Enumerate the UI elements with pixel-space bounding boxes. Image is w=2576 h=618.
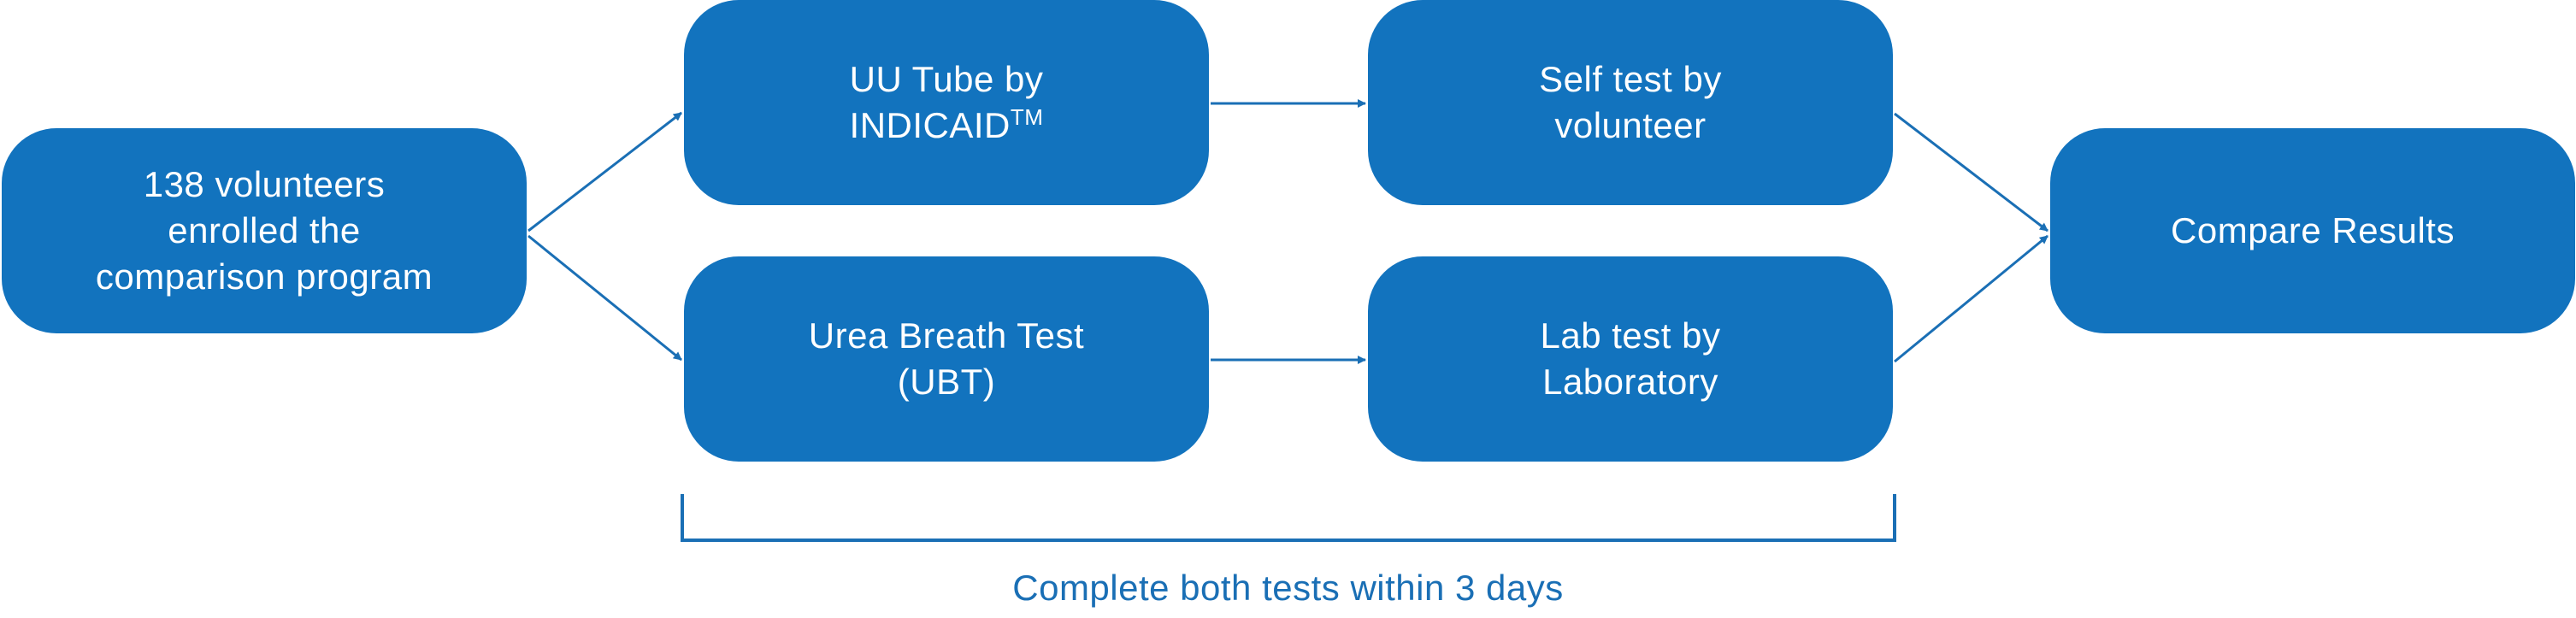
node-compare-results: Compare Results (2050, 128, 2575, 333)
node-compare-line-1: Compare Results (2171, 210, 2455, 250)
node-self-test-line-2: volunteer (1554, 105, 1707, 145)
bracket (681, 494, 1896, 542)
node-volunteers-enrolled: 138 volunteers enrolled the comparison p… (2, 128, 527, 333)
node-lab-test-line-2: Laboratory (1542, 362, 1718, 402)
node-urea-breath-test-text: Urea Breath Test (UBT) (809, 313, 1084, 405)
node-lab-test-line-1: Lab test by (1540, 315, 1721, 356)
node-lab-test-text: Lab test by Laboratory (1541, 313, 1721, 405)
node-self-test-text: Self test by volunteer (1539, 56, 1722, 149)
arrow-start-to-uu (528, 111, 682, 232)
node-uu-tube-text: UU Tube by INDICAIDTM (850, 56, 1044, 149)
node-lab-test: Lab test by Laboratory (1368, 256, 1893, 462)
arrow-lab-to-compare (1894, 234, 2048, 363)
arrow-self-to-compare (1894, 112, 2048, 232)
node-uu-tube-line-1: UU Tube by (849, 59, 1044, 99)
node-volunteers-line-1: 138 volunteers (143, 164, 386, 204)
node-uu-tube-brand: INDICAID (849, 105, 1011, 145)
node-volunteers-line-3: comparison program (95, 256, 433, 297)
node-self-test: Self test by volunteer (1368, 0, 1893, 205)
bracket-caption: Complete both tests within 3 days (1012, 568, 1564, 608)
node-uu-tube: UU Tube by INDICAIDTM (684, 0, 1209, 205)
node-uu-tube-line-2: INDICAIDTM (850, 103, 1044, 149)
node-compare-results-text: Compare Results (2171, 208, 2455, 254)
node-volunteers-enrolled-text: 138 volunteers enrolled the comparison p… (96, 162, 433, 300)
arrow-start-to-ubt (528, 234, 682, 362)
node-urea-breath-test: Urea Breath Test (UBT) (684, 256, 1209, 462)
node-volunteers-line-2: enrolled the (168, 210, 361, 250)
trademark-superscript: TM (1010, 104, 1044, 130)
node-self-test-line-1: Self test by (1539, 59, 1722, 99)
node-ubt-line-1: Urea Breath Test (808, 315, 1085, 356)
node-ubt-line-2: (UBT) (897, 362, 996, 402)
